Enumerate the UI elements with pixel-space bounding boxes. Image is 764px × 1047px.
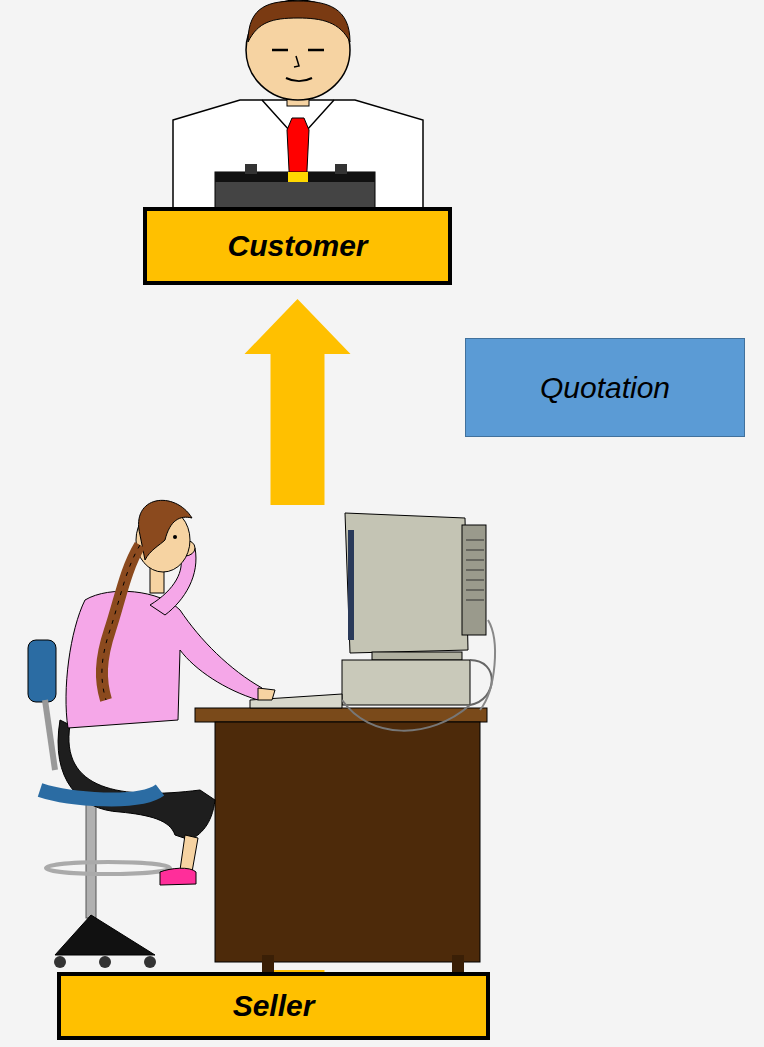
scene-background — [0, 505, 764, 970]
node-label: Customer — [227, 229, 367, 263]
actor-box: Customer — [143, 207, 452, 285]
computer — [250, 513, 495, 731]
desk — [195, 708, 487, 973]
actor-box: Seller — [57, 972, 490, 1040]
process-box: Quotation — [465, 338, 745, 437]
customer-figure — [173, 0, 423, 208]
node-label: Seller — [233, 989, 315, 1023]
node-label: Quotation — [540, 371, 670, 405]
seller-figure — [40, 500, 275, 885]
